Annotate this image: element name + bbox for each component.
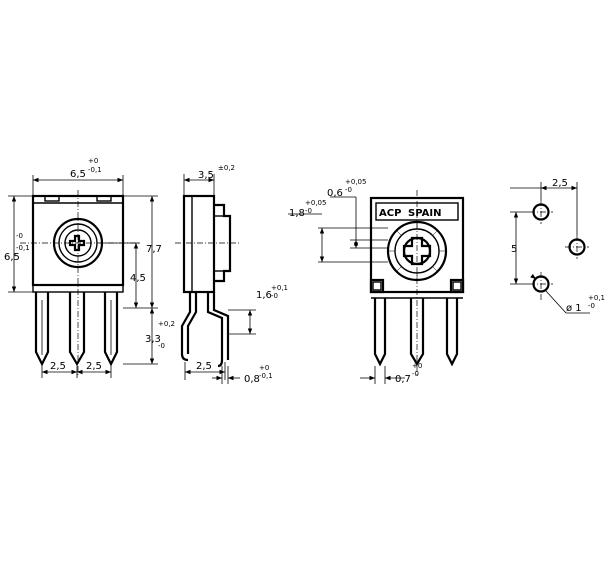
brand-logo: ACP xyxy=(379,208,401,219)
svg-text:+0,1: +0,1 xyxy=(588,294,605,302)
svg-text:-0,1: -0,1 xyxy=(88,166,102,174)
svg-text:-0: -0 xyxy=(16,232,23,240)
svg-text:+0: +0 xyxy=(412,362,422,370)
brand-text: SPAIN xyxy=(408,208,441,219)
rear-pins xyxy=(373,298,459,367)
pitch-right-label: 2,5 xyxy=(86,361,102,372)
hole-pitch-x-label: 2,5 xyxy=(552,178,568,189)
pin-width-label: 0,7 xyxy=(395,374,411,385)
front-pins xyxy=(34,292,119,367)
side-pitch-label: 2,5 xyxy=(196,361,212,372)
axis-height-label: 4,5 xyxy=(130,273,146,284)
pin-thickness-label: 0,8 xyxy=(244,374,260,385)
svg-text:+0,2: +0,2 xyxy=(158,320,175,328)
svg-text:±0,2: ±0,2 xyxy=(218,164,235,172)
pitch-left-label: 2,5 xyxy=(50,361,66,372)
svg-text:-0: -0 xyxy=(412,370,419,378)
svg-text:-0,1: -0,1 xyxy=(16,244,30,252)
svg-text:+0: +0 xyxy=(88,157,98,165)
side-body xyxy=(182,194,216,294)
slot-depth-label: 0,6 xyxy=(327,188,343,199)
bend-height-label: 1,6 xyxy=(256,290,272,301)
svg-text:+0,05: +0,05 xyxy=(345,178,366,186)
svg-text:-0: -0 xyxy=(345,186,352,194)
side-depth-label: 3,5 xyxy=(198,170,214,181)
total-height-label: 7,7 xyxy=(146,244,162,255)
svg-text:-0: -0 xyxy=(305,207,312,215)
hole-diameter-label: ø 1 xyxy=(566,303,582,314)
hole-pitch-y-label: 5 xyxy=(511,244,517,255)
rear-view: ACP SPAIN xyxy=(288,178,465,385)
svg-text:-0: -0 xyxy=(158,342,165,350)
side-view: 3,5 ±0,2 2,5 1,6 +0,1 -0 0,8 +0 -0,1 xyxy=(175,164,288,385)
svg-text:+0,1: +0,1 xyxy=(271,284,288,292)
svg-text:+0: +0 xyxy=(259,364,269,372)
svg-text:-0,1: -0,1 xyxy=(259,372,273,380)
front-view: 6,5 +0 -0,1 6,5 -0 -0,1 7,7 4,5 3,3 +0,2… xyxy=(4,157,175,378)
svg-text:-0: -0 xyxy=(588,302,595,310)
slot-width-label: 1,8 xyxy=(289,208,305,219)
svg-text:+0,05: +0,05 xyxy=(305,199,326,207)
front-height-label: 6,5 xyxy=(4,252,20,263)
pin-length-label: 3,3 xyxy=(145,334,161,345)
front-width-label: 6,5 xyxy=(70,169,86,180)
svg-text:-0: -0 xyxy=(271,292,278,300)
hole-pattern: 2,5 5 ø 1 +0,1 -0 xyxy=(510,178,605,314)
